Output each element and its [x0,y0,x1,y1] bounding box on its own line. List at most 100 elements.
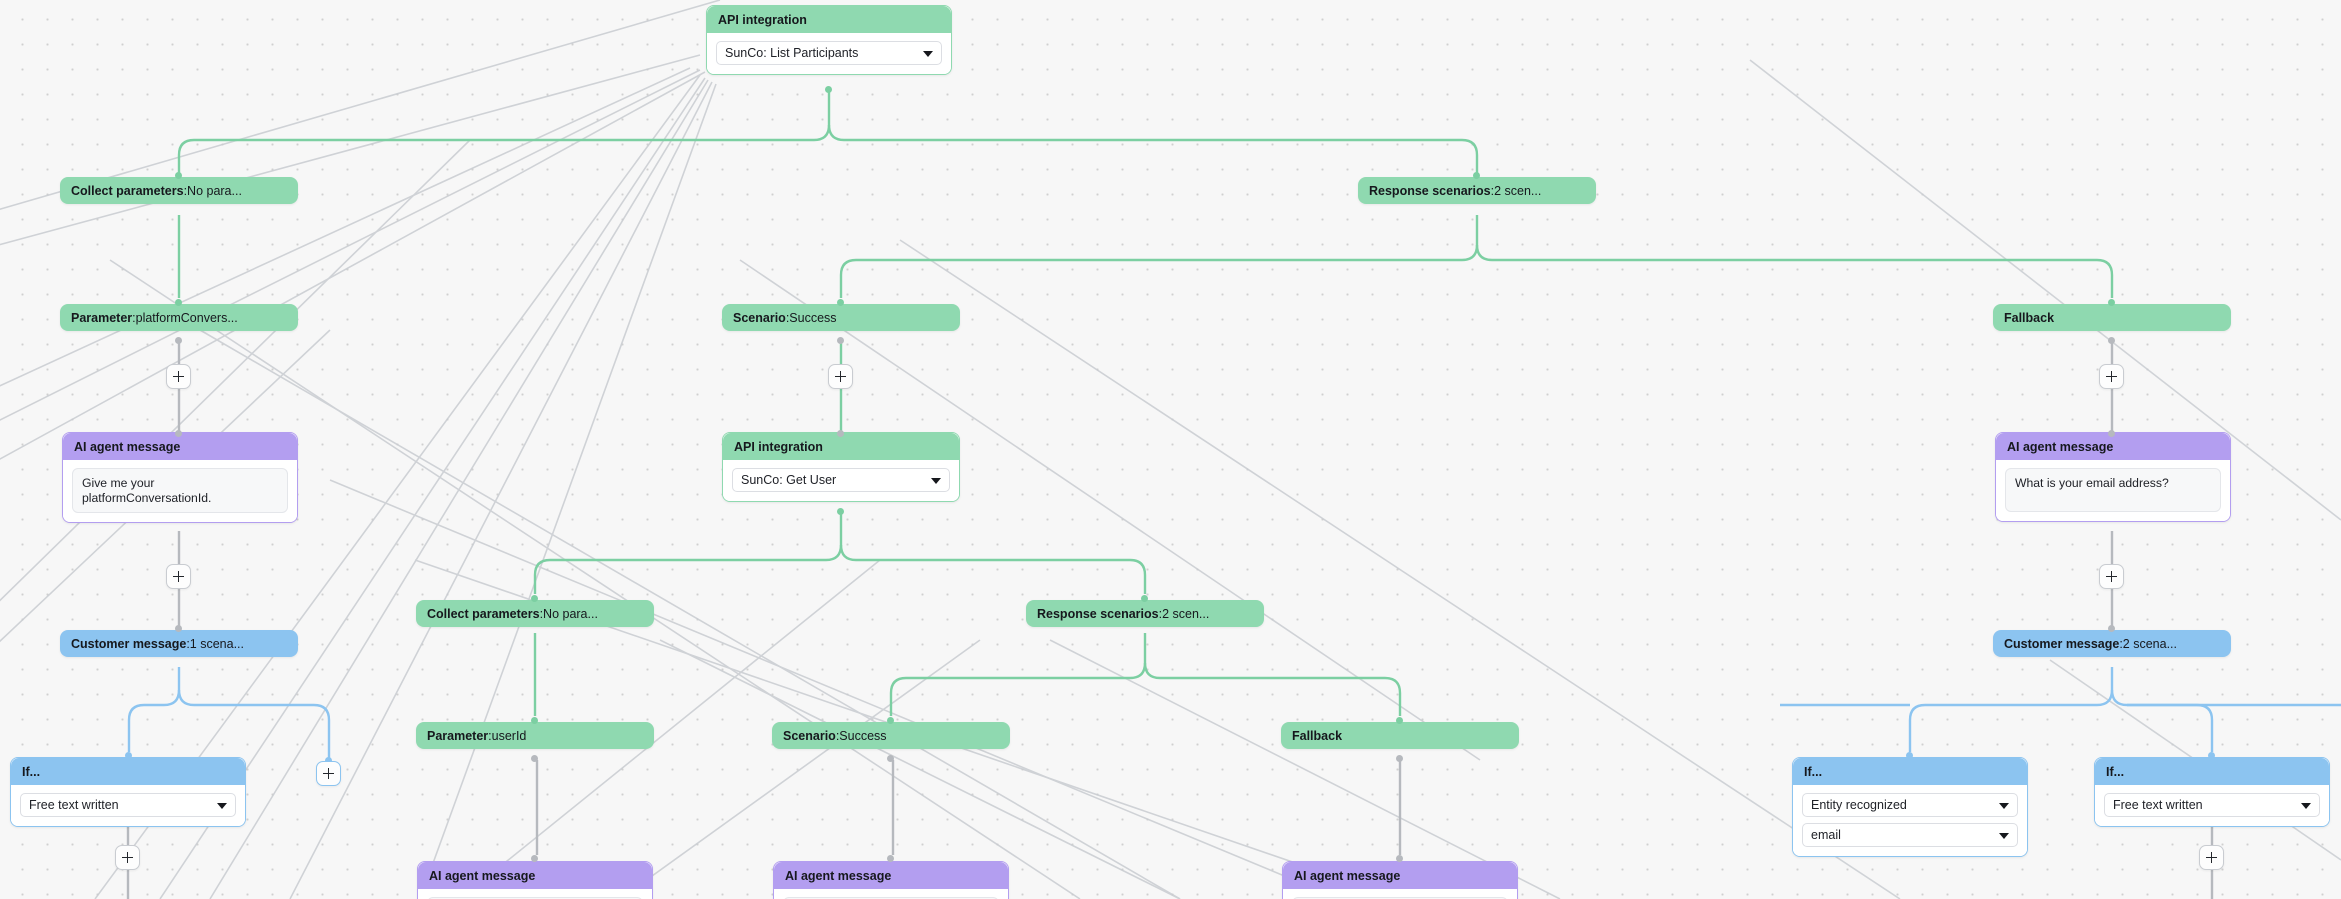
edge-dot [175,299,182,306]
edge-dot [2108,299,2115,306]
node-api-integration-get-user[interactable]: API integration SunCo: Get User [722,432,960,502]
node-if-entity-recognized-email[interactable]: If... Entity recognized email [1792,757,2028,857]
node-header: If... [2095,758,2329,785]
node-body: SunCo: List Participants [707,33,951,74]
edge-dot [1396,755,1403,762]
node-scenario-success-upper[interactable]: Scenario:Success [722,304,960,331]
node-if-free-text-written-right[interactable]: If... Free text written [2094,757,2330,827]
edge-dot [531,755,538,762]
add-step-button[interactable] [2099,364,2124,389]
edge-dot [175,337,182,344]
node-scenario-success-lower[interactable]: Scenario:Success [772,722,1010,749]
chevron-down-icon [923,51,933,57]
node-header: Response scenarios:2 scen... [1026,600,1264,627]
node-header: Response scenarios:2 scen... [1358,177,1596,204]
node-parameter-platform-conversation-id[interactable]: Parameter:platformConvers... [60,304,298,331]
edge-dot [1396,855,1403,862]
node-header: Parameter:userId [416,722,654,749]
node-if-free-text-written-left[interactable]: If... Free text written [10,757,246,827]
node-collect-parameters-left[interactable]: Collect parameters:No para... [60,177,298,204]
edge-dot [175,625,182,632]
edge-dot [175,172,182,179]
edge-dot [887,855,894,862]
edge-dot [531,855,538,862]
edge-dot [2108,625,2115,632]
add-step-button[interactable] [828,364,853,389]
node-body: Free text written [2095,785,2329,826]
node-fallback-upper[interactable]: Fallback [1993,304,2231,331]
node-body: What is your email address? [1996,460,2230,521]
node-header: AI agent message [418,862,652,889]
add-step-button[interactable] [2199,845,2224,870]
node-header: Fallback [1281,722,1519,749]
node-body [774,889,1008,899]
add-branch-button[interactable] [316,761,341,786]
condition-entity-select[interactable]: email [1802,823,2018,847]
node-header: Fallback [1993,304,2231,331]
node-header: Customer message:1 scena... [60,630,298,657]
node-body: Entity recognized email [1793,785,2027,856]
condition-type-select[interactable]: Entity recognized [1802,793,2018,817]
edge-dot [1473,172,1480,179]
chevron-down-icon [931,478,941,484]
edge-dot [837,337,844,344]
node-response-scenarios-top[interactable]: Response scenarios:2 scen... [1358,177,1596,204]
edge-dot [887,717,894,724]
condition-select[interactable]: Free text written [20,793,236,817]
edge-dot [1396,717,1403,724]
node-ai-agent-message-platform-id[interactable]: AI agent message Give me your platformCo… [62,432,298,523]
ai-message-text[interactable]: Give me your platformConversationId. [72,468,288,513]
node-header: API integration [707,6,951,33]
add-step-button[interactable] [166,564,191,589]
node-header: Parameter:platformConvers... [60,304,298,331]
edge-dot [531,595,538,602]
node-header: AI agent message [63,433,297,460]
node-header: If... [1793,758,2027,785]
node-header: AI agent message [1283,862,1517,889]
ai-message-text[interactable]: What is your email address? [2005,468,2221,512]
node-header: If... [11,758,245,785]
node-ai-agent-message-bottom-1[interactable]: AI agent message [417,861,653,899]
node-header: AI agent message [774,862,1008,889]
edge-dot [825,86,832,93]
edge-dot [175,430,182,437]
node-api-integration-list-participants[interactable]: API integration SunCo: List Participants [706,5,952,75]
node-header: Collect parameters:No para... [60,177,298,204]
add-step-button[interactable] [115,845,140,870]
edge-dot [2108,337,2115,344]
node-ai-agent-message-bottom-3[interactable]: AI agent message [1282,861,1518,899]
node-body [1283,889,1517,899]
edge-dot [837,299,844,306]
add-step-button[interactable] [166,364,191,389]
edge-dot [837,430,844,437]
chevron-down-icon [217,803,227,809]
node-parameter-user-id[interactable]: Parameter:userId [416,722,654,749]
edge-dot [2208,752,2215,759]
chevron-down-icon [1999,803,2009,809]
api-select[interactable]: SunCo: Get User [732,468,950,492]
edge-dot [1141,595,1148,602]
node-ai-agent-message-email[interactable]: AI agent message What is your email addr… [1995,432,2231,522]
node-customer-message-right[interactable]: Customer message:2 scena... [1993,630,2231,657]
chevron-down-icon [1999,833,2009,839]
edge-dot [125,752,132,759]
node-collect-parameters-middle[interactable]: Collect parameters:No para... [416,600,654,627]
node-header: Customer message:2 scena... [1993,630,2231,657]
api-select[interactable]: SunCo: List Participants [716,41,942,65]
node-body: SunCo: Get User [723,460,959,501]
edge-dot [887,755,894,762]
node-customer-message-left[interactable]: Customer message:1 scena... [60,630,298,657]
edge-dot [837,508,844,515]
node-body [418,889,652,899]
edge-dot [1906,752,1913,759]
chevron-down-icon [2301,803,2311,809]
condition-select[interactable]: Free text written [2104,793,2320,817]
node-header: Collect parameters:No para... [416,600,654,627]
node-response-scenarios-lower[interactable]: Response scenarios:2 scen... [1026,600,1264,627]
node-header: AI agent message [1996,433,2230,460]
node-ai-agent-message-bottom-2[interactable]: AI agent message [773,861,1009,899]
edge-dot [531,717,538,724]
add-step-button[interactable] [2099,564,2124,589]
node-fallback-lower[interactable]: Fallback [1281,722,1519,749]
